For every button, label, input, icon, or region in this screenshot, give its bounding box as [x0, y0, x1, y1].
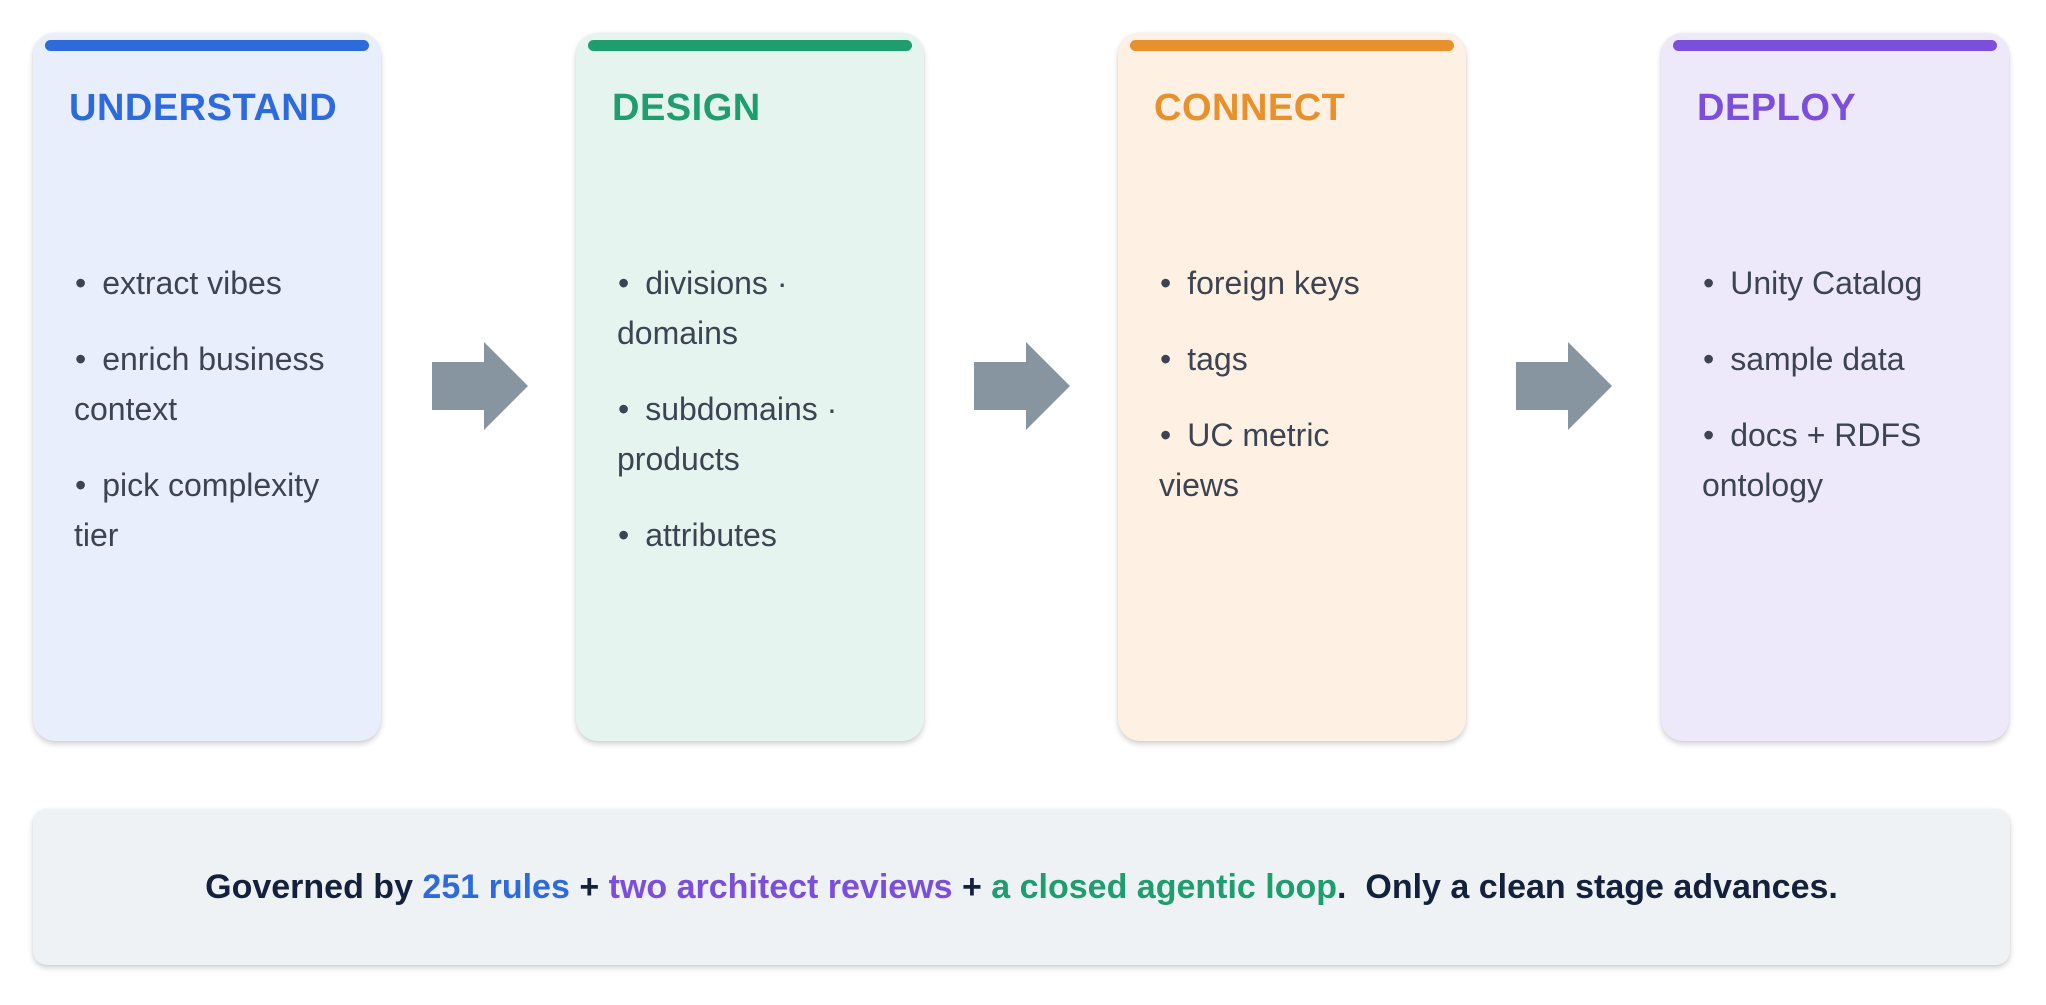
- stage-item: • Unity Catalog: [1702, 258, 1969, 308]
- stage-item-text: enrich business context: [74, 341, 325, 427]
- plus-separator: +: [952, 867, 992, 906]
- plus-separator: +: [569, 867, 609, 906]
- stage-title: CONNECT: [1154, 87, 1346, 129]
- stage-title: DEPLOY: [1697, 87, 1857, 129]
- stage-card-connect: CONNECT •foreign keys •tags •UC metric v…: [1118, 33, 1466, 741]
- stage-item-list: •extract vibes •enrich business context …: [74, 258, 355, 586]
- stage-title: DESIGN: [612, 87, 761, 129]
- stage-item-text: foreign keys: [1187, 265, 1360, 301]
- stage-item-text: pick complexity tier: [74, 467, 320, 553]
- bullet-icon: •: [618, 391, 630, 427]
- stage-item: • sample data: [1702, 334, 1969, 384]
- stage-item: •divisions · domains: [617, 258, 898, 358]
- stage-accent-bar: [1130, 40, 1454, 51]
- bullet-icon: •: [618, 265, 630, 301]
- stage-item-list: •Unity Catalog •sample data •docs + RDFS…: [1702, 258, 1969, 536]
- bullet-icon: •: [1703, 341, 1715, 377]
- stage-item: • foreign keys: [1159, 258, 1396, 308]
- stage-item-text: attributes: [645, 517, 777, 553]
- bullet-icon: •: [75, 467, 87, 503]
- governance-prefix: Governed by: [205, 867, 423, 906]
- stage-item: • attributes: [617, 510, 898, 560]
- bullet-icon: •: [1160, 417, 1172, 453]
- rules-count: 251 rules: [422, 867, 570, 906]
- bullet-icon: •: [1160, 341, 1172, 377]
- bullet-icon: •: [1703, 265, 1715, 301]
- stage-item-list: •divisions · domains •subdomains · produ…: [617, 258, 898, 586]
- stage-card-design: DESIGN •divisions · domains •subdomains …: [576, 33, 924, 741]
- stage-card-understand: UNDERSTAND •extract vibes •enrich busine…: [33, 33, 381, 741]
- agentic-loop: a closed agentic loop: [991, 867, 1338, 906]
- stage-item: • tags: [1159, 334, 1396, 384]
- stage-accent-bar: [1673, 40, 1997, 51]
- stage-item: •UC metric views: [1159, 410, 1396, 510]
- stage-item-text: Unity Catalog: [1730, 265, 1923, 301]
- bullet-icon: •: [1160, 265, 1172, 301]
- architect-reviews: two architect reviews: [608, 867, 953, 906]
- stage-item-text: UC metric views: [1159, 417, 1330, 503]
- stage-accent-bar: [588, 40, 912, 51]
- stage-item: •subdomains · products: [617, 384, 898, 484]
- stage-item-text: extract vibes: [102, 265, 282, 301]
- right-arrow-icon: [974, 342, 1070, 430]
- stage-card-deploy: DEPLOY •Unity Catalog •sample data •docs…: [1661, 33, 2009, 741]
- bullet-icon: •: [618, 517, 630, 553]
- governance-suffix: . Only a clean stage advances.: [1337, 867, 1838, 906]
- bullet-icon: •: [75, 265, 87, 301]
- stage-item-text: sample data: [1730, 341, 1905, 377]
- stage-item-text: tags: [1187, 341, 1248, 377]
- stage-accent-bar: [45, 40, 369, 51]
- stage-item-list: •foreign keys •tags •UC metric views: [1159, 258, 1396, 536]
- governance-text: Governed by 251 rules + two architect re…: [205, 868, 1838, 907]
- bullet-icon: •: [75, 341, 87, 377]
- stage-item-text: divisions · domains: [617, 265, 788, 351]
- stage-item: • extract vibes: [74, 258, 355, 308]
- right-arrow-icon: [1516, 342, 1612, 430]
- stage-item: •pick complexity tier: [74, 460, 355, 560]
- governance-banner: Governed by 251 rules + two architect re…: [33, 809, 2010, 965]
- stage-item-text: docs + RDFS ontology: [1702, 417, 1922, 503]
- stage-item: •enrich business context: [74, 334, 355, 434]
- stage-item: •docs + RDFS ontology: [1702, 410, 1969, 510]
- bullet-icon: •: [1703, 417, 1715, 453]
- stage-title: UNDERSTAND: [69, 87, 338, 129]
- stage-item-text: subdomains · products: [617, 391, 838, 477]
- right-arrow-icon: [432, 342, 528, 430]
